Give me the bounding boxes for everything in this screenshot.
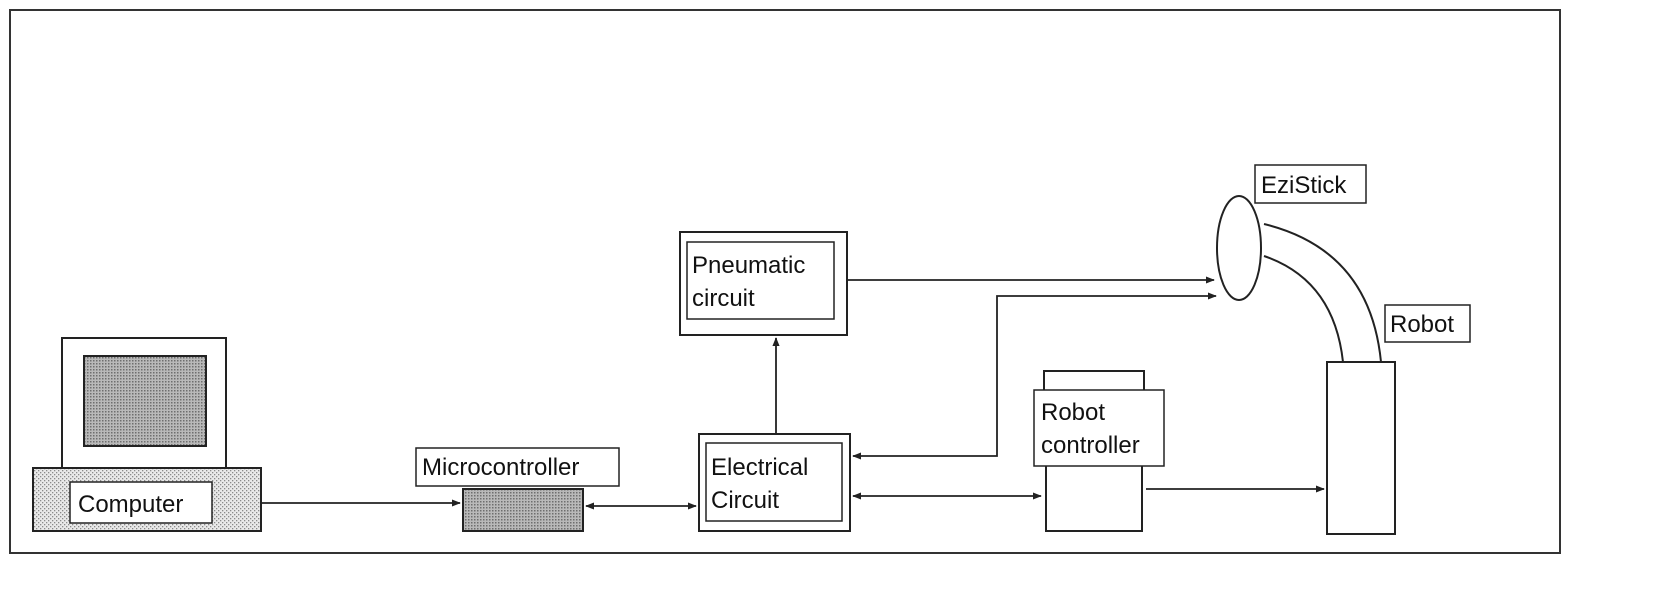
robot-label: Robot bbox=[1390, 311, 1454, 338]
computer: Computer bbox=[33, 338, 261, 531]
computer-label: Computer bbox=[78, 491, 183, 518]
robot-controller: Robot controller bbox=[1034, 371, 1164, 531]
electrical-circuit-label-line1: Electrical bbox=[711, 454, 808, 481]
robot-controller-label-line1: Robot bbox=[1041, 399, 1105, 426]
robot-controller-label-line2: controller bbox=[1041, 432, 1140, 459]
computer-screen bbox=[84, 356, 206, 446]
robot: Robot bbox=[1264, 224, 1470, 534]
robot-base bbox=[1327, 362, 1395, 534]
electrical-circuit: Electrical Circuit bbox=[699, 434, 850, 531]
microcontroller: Microcontroller bbox=[416, 448, 619, 531]
robot-arm-outer bbox=[1264, 224, 1381, 362]
electrical-circuit-label-line2: Circuit bbox=[711, 487, 779, 514]
ezistick-gripper bbox=[1217, 196, 1261, 300]
microcontroller-label: Microcontroller bbox=[422, 454, 579, 481]
microcontroller-chip bbox=[463, 489, 583, 531]
pneumatic-circuit: Pneumatic circuit bbox=[680, 232, 847, 335]
pneumatic-circuit-label-line1: Pneumatic bbox=[692, 252, 805, 279]
robot-arm-inner bbox=[1264, 256, 1343, 362]
pneumatic-circuit-label-line2: circuit bbox=[692, 285, 755, 312]
robot-controller-top bbox=[1044, 371, 1144, 392]
ezistick-label: EziStick bbox=[1261, 172, 1347, 199]
